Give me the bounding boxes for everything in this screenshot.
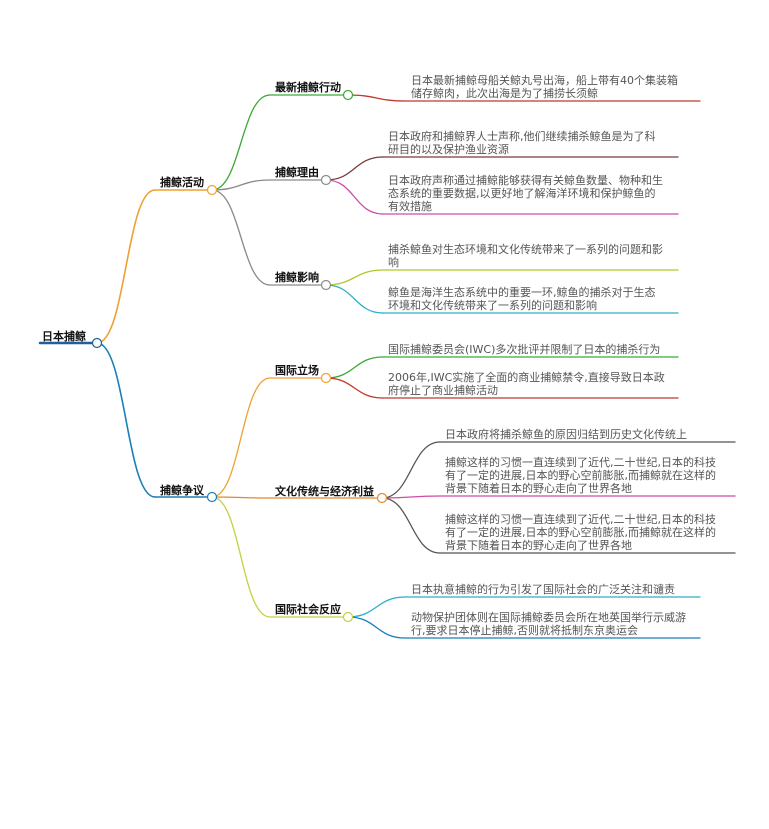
leaf-latest-1-line-1: 日本最新捕鲸母船关鲸丸号出海，船上带有40个集装箱 [411, 74, 678, 87]
leaf-culture-2-line-1: 捕鲸这样的习惯一直连续到了近代,二十世纪,日本的科技 [445, 456, 716, 469]
leaf-culture-3-line-2: 有了一定的进展,日本的野心空前膨胀,而捕鲸就在这样的 [445, 526, 716, 539]
edge-root-dispute [96, 342, 156, 498]
leaf-reaction-2-line-1: 动物保护团体则在国际捕鲸委员会所在地英国举行示威游 [411, 611, 686, 624]
topic-label-intl-stance[interactable]: 国际立场 [275, 364, 319, 377]
node-dot-reaction[interactable] [342, 611, 354, 623]
edge-impact-leaf-1 [325, 269, 384, 286]
leaf-reaction-2-line-2: 行,要求日本停止捕鲸,否则就将抵制东京奥运会 [411, 624, 638, 637]
branch-label-dispute[interactable]: 捕鲸争议 [160, 484, 204, 497]
leaf-latest-1-line-2: 储存鲸肉，此次出海是为了捕捞长须鲸 [411, 87, 598, 100]
edge-culture-leaf-2 [381, 495, 441, 499]
leaf-reason-1-line-2: 研目的以及保护渔业资源 [388, 143, 509, 156]
edge-stance-leaf-2 [325, 377, 384, 399]
branch-label-activity[interactable]: 捕鲸活动 [160, 176, 204, 189]
edge-reaction-leaf-2 [347, 616, 406, 639]
root-label[interactable]: 日本捕鲸 [42, 330, 86, 343]
edge-dispute-culture [211, 496, 271, 499]
edge-dispute-stance [211, 377, 271, 498]
edge-activity-latest [211, 94, 271, 191]
leaf-culture-1-line-1: 日本政府将捕杀鲸鱼的原因归结到历史文化传统上 [445, 428, 687, 441]
mindmap-nodes [91, 89, 388, 623]
edge-activity-reason [211, 179, 271, 191]
leaf-reason-2-line-3: 有效措施 [388, 200, 432, 213]
leaf-impact-1-line-2: 响 [388, 256, 399, 269]
topic-label-latest[interactable]: 最新捕鲸行动 [275, 81, 341, 94]
mindmap-edges [38, 94, 736, 639]
leaf-reason-2-line-1: 日本政府声称通过捕鲸能够获得有关鲸鱼数量、物种和生 [388, 174, 663, 187]
node-dot-impact[interactable] [320, 279, 332, 291]
topic-label-intl-reaction[interactable]: 国际社会反应 [275, 603, 341, 616]
leaf-stance-1-line-1: 国际捕鲸委员会(IWC)多次批评并限制了日本的捕杀行为 [388, 343, 661, 356]
leaf-culture-2-line-2: 有了一定的进展,日本的野心空前膨胀,而捕鲸就在这样的 [445, 469, 716, 482]
edge-reason-leaf-1 [325, 156, 384, 181]
edge-activity-impact [211, 189, 271, 286]
edge-latest-leaf-1 [347, 94, 406, 102]
leaf-impact-1-line-1: 捕杀鲸鱼对生态环境和文化传统带来了一系列的问题和影 [388, 243, 663, 256]
leaf-culture-2-line-3: 背景下随着日本的野心走向了世界各地 [445, 482, 632, 495]
edge-culture-leaf-1 [381, 441, 441, 499]
topic-label-reason[interactable]: 捕鲸理由 [275, 166, 319, 179]
edge-reaction-leaf-1 [347, 596, 406, 618]
node-dot-activity[interactable] [206, 184, 218, 196]
edge-reason-leaf-2 [325, 179, 384, 215]
edge-dispute-reaction [211, 496, 271, 618]
node-dot-latest[interactable] [342, 89, 354, 101]
edge-stance-leaf-1 [325, 356, 384, 379]
leaf-culture-3-line-3: 背景下随着日本的野心走向了世界各地 [445, 539, 632, 552]
edge-root-activity [96, 189, 156, 344]
leaf-stance-2-line-2: 府停止了商业捕鲸活动 [388, 384, 498, 397]
leaf-stance-2-line-1: 2006年,IWC实施了全面的商业捕鲸禁令,直接导致日本政 [388, 371, 665, 384]
edge-impact-leaf-2 [325, 284, 384, 314]
node-dot-stance[interactable] [320, 372, 332, 384]
leaf-reason-2-line-2: 态系统的重要数据,以更好地了解海洋环境和保护鲸鱼的 [388, 187, 656, 200]
leaf-impact-2-line-2: 环境和文化传统带来了一系列的问题和影响 [388, 299, 597, 312]
leaf-reason-1-line-1: 日本政府和捕鲸界人士声称,他们继续捕杀鲸鱼是为了科 [388, 130, 656, 143]
edge-culture-leaf-3 [381, 497, 441, 554]
topic-label-culture-econ[interactable]: 文化传统与经济利益 [275, 485, 374, 498]
leaf-reaction-1-line-1: 日本执意捕鲸的行为引发了国际社会的广泛关注和谴责 [411, 583, 675, 596]
node-dot-dispute[interactable] [206, 491, 218, 503]
leaf-impact-2-line-1: 鲸鱼是海洋生态系统中的重要一环,鲸鱼的捕杀对于生态 [388, 286, 656, 299]
topic-label-impact[interactable]: 捕鲸影响 [275, 271, 319, 284]
leaf-culture-3-line-1: 捕鲸这样的习惯一直连续到了近代,二十世纪,日本的科技 [445, 513, 716, 526]
node-dot-reason[interactable] [320, 174, 332, 186]
node-dot-root[interactable] [91, 337, 103, 349]
node-dot-culture[interactable] [376, 492, 388, 504]
